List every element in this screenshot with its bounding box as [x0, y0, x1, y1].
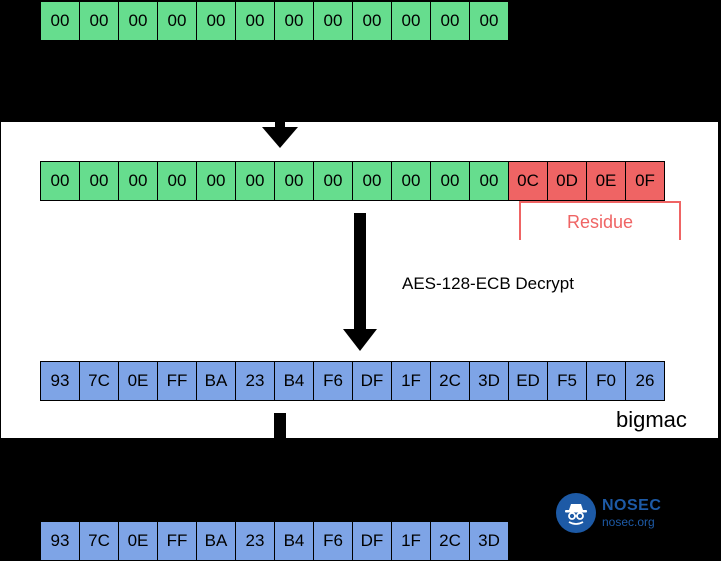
- byte-cell: B4: [274, 361, 314, 401]
- residue-byte-cell: 0E: [586, 161, 626, 201]
- byte-cell: 23: [235, 521, 275, 561]
- byte-cell: 00: [79, 161, 119, 201]
- logo-subtitle: nosec.org: [602, 515, 655, 529]
- byte-cell: 00: [118, 161, 158, 201]
- byte-cell: 93: [40, 521, 80, 561]
- byte-cell: 7C: [79, 361, 119, 401]
- operation-label: AES-128-ECB Decrypt: [402, 274, 574, 293]
- byte-cell: F0: [586, 361, 626, 401]
- byte-cell: 00: [391, 161, 431, 201]
- residue-bracket: [519, 201, 681, 240]
- byte-cell: 00: [274, 1, 314, 41]
- panel-name-label: bigmac: [616, 407, 687, 432]
- byte-cell: 00: [352, 161, 392, 201]
- byte-cell: 00: [430, 1, 470, 41]
- byte-cell: DF: [352, 361, 392, 401]
- connector-bar: [274, 413, 286, 439]
- byte-cell: 00: [430, 161, 470, 201]
- byte-cell: 3D: [469, 361, 509, 401]
- residue-label: Residue: [566, 212, 634, 232]
- byte-cell: 00: [469, 1, 509, 41]
- nosec-logo: NOSEC nosec.org: [556, 493, 661, 533]
- logo-title: NOSEC: [602, 497, 662, 514]
- residue-byte-cell: 0C: [508, 161, 548, 201]
- byte-cell: 26: [625, 361, 665, 401]
- byte-cell: 00: [157, 161, 197, 201]
- byte-cell: 00: [235, 1, 275, 41]
- byte-cell: 00: [352, 1, 392, 41]
- byte-cell: F6: [313, 361, 353, 401]
- byte-cell: BA: [196, 521, 236, 561]
- byte-cell: BA: [196, 361, 236, 401]
- byte-cell: 00: [235, 161, 275, 201]
- byte-cell: 00: [79, 1, 119, 41]
- byte-cell: 00: [196, 161, 236, 201]
- byte-cell: 0E: [118, 361, 158, 401]
- byte-cell: 00: [157, 1, 197, 41]
- spy-icon: [556, 493, 596, 533]
- byte-cell: 00: [196, 1, 236, 41]
- residue-byte-cell: 0F: [625, 161, 665, 201]
- byte-cell: ED: [508, 361, 548, 401]
- byte-cell: F5: [547, 361, 587, 401]
- byte-cell: FF: [157, 361, 197, 401]
- byte-cell: 7C: [79, 521, 119, 561]
- byte-cell: 3D: [469, 521, 509, 561]
- byte-cell: F6: [313, 521, 353, 561]
- byte-cell: 00: [313, 1, 353, 41]
- byte-cell: 00: [40, 1, 80, 41]
- byte-cell: 2C: [430, 361, 470, 401]
- byte-cell: FF: [157, 521, 197, 561]
- byte-cell: DF: [352, 521, 392, 561]
- byte-cell: B4: [274, 521, 314, 561]
- byte-cell: 0E: [118, 521, 158, 561]
- byte-cell: 00: [469, 161, 509, 201]
- residue-byte-cell: 0D: [547, 161, 587, 201]
- byte-cell: 00: [118, 1, 158, 41]
- byte-cell: 1F: [391, 361, 431, 401]
- byte-cell: 00: [40, 161, 80, 201]
- byte-cell: 00: [313, 161, 353, 201]
- byte-cell: 2C: [430, 521, 470, 561]
- byte-cell: 00: [391, 1, 431, 41]
- byte-cell: 1F: [391, 521, 431, 561]
- byte-cell: 23: [235, 361, 275, 401]
- byte-cell: 93: [40, 361, 80, 401]
- byte-cell: 00: [274, 161, 314, 201]
